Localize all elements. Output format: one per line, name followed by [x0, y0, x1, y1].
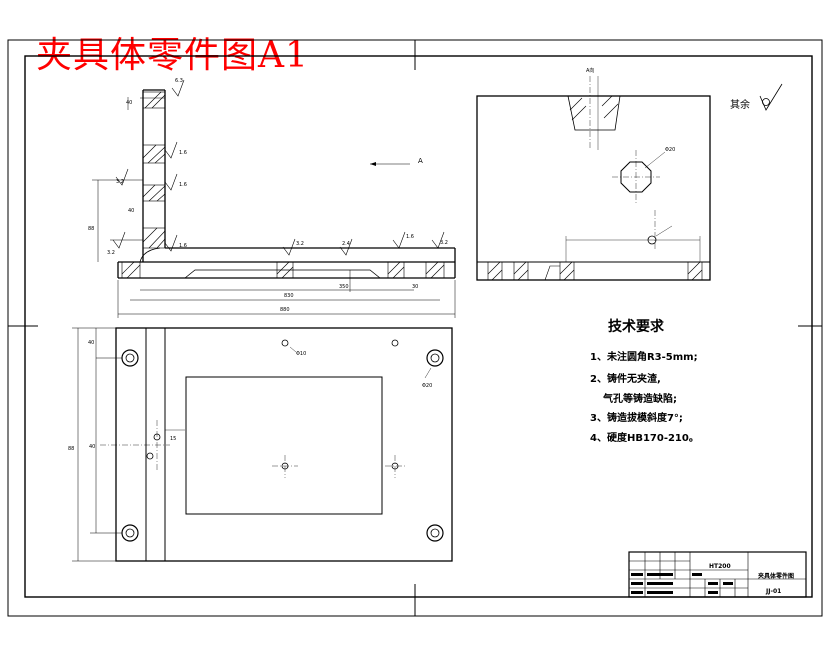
svg-text:A向: A向 — [586, 67, 594, 74]
drawing-number: JJ-01 — [765, 588, 781, 595]
svg-text:1.6: 1.6 — [406, 234, 414, 240]
svg-text:830: 830 — [284, 293, 294, 299]
svg-text:3、铸造拔模斜度7°;: 3、铸造拔模斜度7°; — [590, 411, 683, 424]
svg-text:1、未注圆角R3-5mm;: 1、未注圆角R3-5mm; — [590, 350, 698, 363]
title-block: HT200 夹具体零件图 JJ-01 — [628, 551, 807, 598]
svg-text:A: A — [418, 157, 423, 165]
svg-text:88: 88 — [88, 226, 94, 232]
svg-text:2、铸件无夹渣,: 2、铸件无夹渣, — [590, 372, 661, 385]
svg-text:Φ20: Φ20 — [665, 147, 675, 153]
svg-text:3.2: 3.2 — [107, 250, 115, 256]
svg-text:40: 40 — [126, 100, 132, 106]
svg-text:1.6: 1.6 — [179, 150, 187, 156]
technical-requirements: 技术要求 1、未注圆角R3-5mm; 2、铸件无夹渣, 气孔等铸造缺陷; 3、铸… — [590, 318, 699, 444]
svg-text:2.4: 2.4 — [342, 241, 350, 247]
svg-text:40: 40 — [128, 208, 134, 214]
front-section-view: 830 350 30 880 88 40 40 6.3 1.6 1.6 — [88, 78, 456, 318]
svg-text:40: 40 — [88, 340, 94, 346]
svg-text:1.6: 1.6 — [179, 243, 187, 249]
svg-text:88: 88 — [68, 446, 74, 452]
svg-text:气孔等铸造缺陷;: 气孔等铸造缺陷; — [602, 392, 677, 405]
svg-text:Φ20: Φ20 — [422, 383, 432, 389]
svg-text:1.6: 1.6 — [179, 182, 187, 188]
svg-text:3.2: 3.2 — [296, 241, 304, 247]
part-name: 夹具体零件图 — [758, 572, 794, 580]
svg-text:15: 15 — [170, 436, 176, 442]
material-label: HT200 — [709, 563, 731, 570]
svg-text:40: 40 — [89, 444, 95, 450]
svg-text:其余: 其余 — [730, 98, 750, 111]
side-view: A向 Φ20 其余 — [476, 67, 783, 281]
plan-view: 88 40 40 Φ10 Φ20 15 — [68, 327, 453, 562]
svg-text:880: 880 — [280, 307, 290, 313]
svg-text:Φ10: Φ10 — [296, 351, 306, 357]
svg-text:6.3: 6.3 — [175, 78, 183, 84]
svg-text:350: 350 — [339, 284, 349, 290]
svg-text:4、硬度HB170-210。: 4、硬度HB170-210。 — [590, 431, 699, 444]
svg-text:30: 30 — [412, 284, 418, 290]
requirements-heading: 技术要求 — [608, 318, 665, 335]
svg-text:3.2: 3.2 — [116, 179, 124, 185]
svg-text:3.2: 3.2 — [440, 240, 448, 246]
